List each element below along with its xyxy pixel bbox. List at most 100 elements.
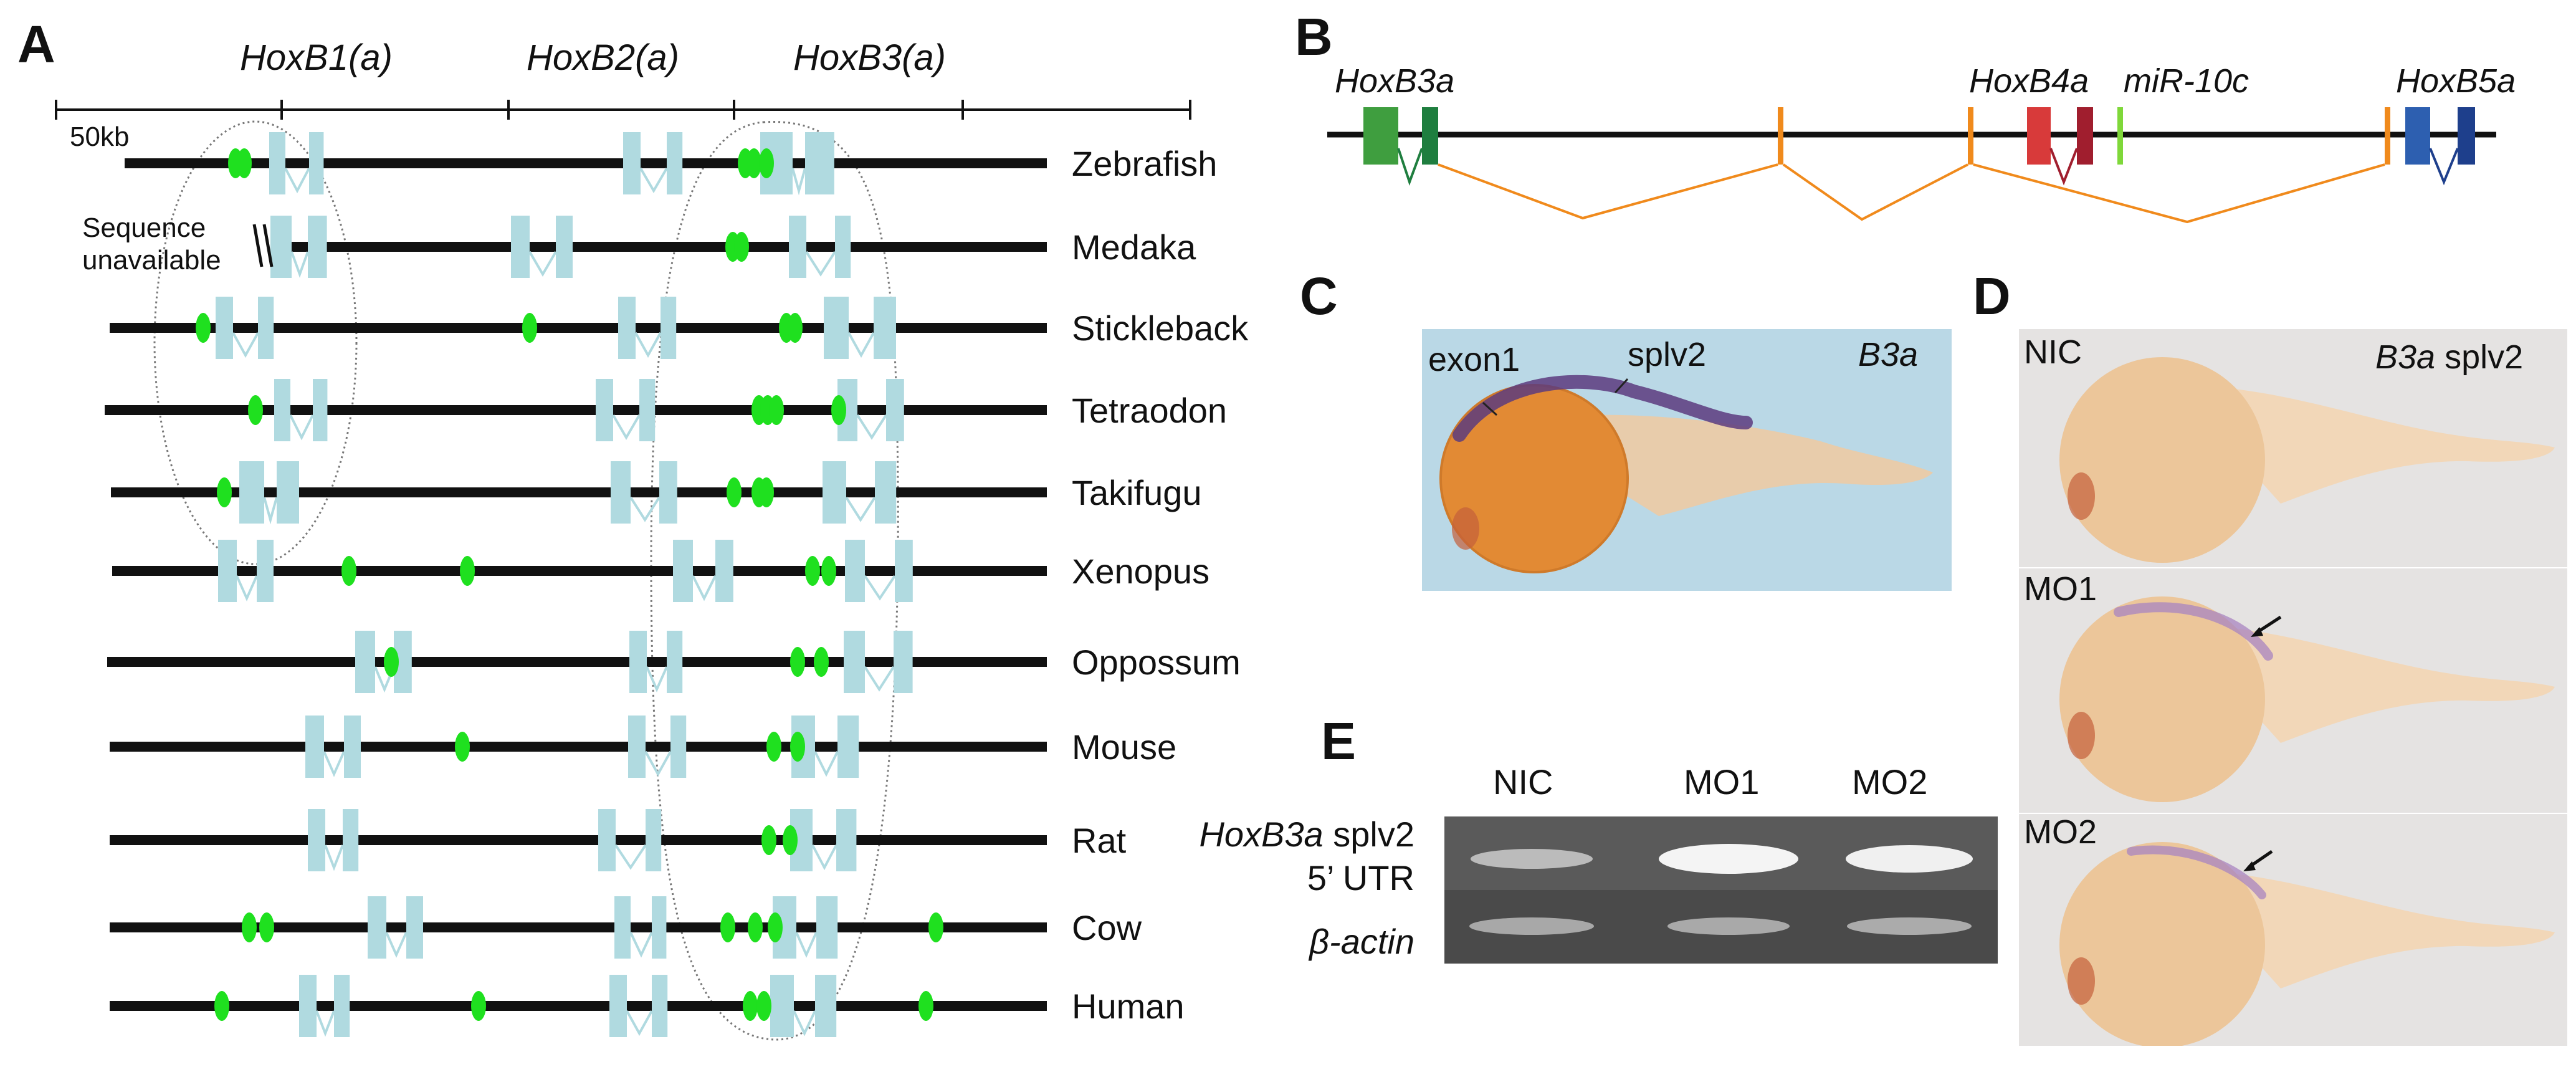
gene-exon-box <box>368 896 386 959</box>
gene-exon-box <box>614 896 631 959</box>
species-label: Medaka <box>1072 227 1196 267</box>
species-label: Oppossum <box>1072 643 1241 682</box>
conserved-element <box>217 477 232 507</box>
gene-intron-link <box>614 844 647 870</box>
conserved-element <box>783 825 798 855</box>
sequence-note-line2: unavailable <box>82 245 221 275</box>
hoxb4a-exon2 <box>2077 107 2093 165</box>
gene-exon-box <box>805 132 834 194</box>
d-label-nic: NIC <box>2024 333 2082 371</box>
conserved-element <box>471 991 486 1021</box>
gene-exon-box <box>816 896 838 959</box>
hoxb5a-intron <box>2429 148 2459 186</box>
mir10c-mark <box>2117 107 2123 165</box>
gene-exon-box <box>406 896 423 959</box>
gene-exon-box <box>646 809 662 871</box>
splice-path-3 <box>1973 163 2385 224</box>
conserved-element <box>769 395 784 425</box>
conserved-element <box>248 395 263 425</box>
species-label: Human <box>1072 987 1185 1026</box>
panel-a-letter: A <box>17 15 55 74</box>
gene-exon-box <box>618 297 636 359</box>
gene-exon-box <box>299 975 317 1037</box>
conserved-element <box>805 556 820 586</box>
gene-intron-link <box>856 414 887 440</box>
gene-intron-link <box>232 332 259 358</box>
b-label-hoxb4a: HoxB4a <box>1969 62 2089 100</box>
c-label-exon1: exon1 <box>1428 341 1520 378</box>
e-row1-label: HoxB3a splv2 <box>1199 815 1414 854</box>
conserved-element <box>237 148 252 178</box>
gene-intron-link <box>385 932 408 958</box>
hoxb5a-left-mark <box>2385 107 2390 165</box>
panel-d-letter: D <box>1973 267 2011 325</box>
gene-exon-box <box>652 896 667 959</box>
sequence-note-line1: Sequence <box>82 213 206 243</box>
panel-e-gel <box>1444 816 1998 964</box>
gene-exon-box <box>239 461 264 524</box>
e-lane-nic: NIC <box>1493 762 1553 802</box>
species-label: Takifugu <box>1072 473 1202 512</box>
gene-exon-box <box>844 631 865 693</box>
conserved-element <box>788 313 803 343</box>
conserved-element <box>460 556 475 586</box>
gene-exon-box <box>815 975 837 1037</box>
conserved-element <box>831 395 846 425</box>
gene-intron-link <box>629 932 653 958</box>
conserved-element <box>748 912 763 942</box>
gene-intron-link <box>626 1010 653 1036</box>
d-label-mo2: MO2 <box>2024 814 2097 851</box>
gene-exon-box <box>835 216 851 278</box>
gene-exon-box <box>216 297 233 359</box>
conserved-element <box>341 556 356 586</box>
gene-exon-box <box>667 132 683 194</box>
conserved-element <box>759 477 774 507</box>
gene-label-hoxb2: HoxB2(a) <box>527 37 679 78</box>
hoxb3a-intron <box>1397 148 1423 186</box>
gene-exon-box <box>823 461 846 524</box>
hoxb5a-exon1 <box>2405 107 2430 165</box>
e-lane-mo1: MO1 <box>1684 762 1760 802</box>
gene-exon-box <box>837 716 859 778</box>
e-row2-label: β-actin <box>1309 922 1414 961</box>
gene-intron-link <box>634 332 662 358</box>
gene-exon-box <box>355 631 375 693</box>
species-label: Stickleback <box>1072 309 1249 348</box>
hoxb5a-exon2 <box>2458 107 2475 165</box>
break-marker <box>252 224 274 267</box>
species-label: Tetraodon <box>1072 391 1227 430</box>
scale-label: 50kb <box>70 122 129 152</box>
gene-intron-link <box>795 932 818 958</box>
gene-exon-box <box>824 297 849 359</box>
conserved-element <box>761 825 776 855</box>
gene-intron-link <box>324 845 344 871</box>
panel-c-embryo-photo: exon1 splv2 B3a <box>1422 329 1952 591</box>
gene-intron-link <box>323 751 345 777</box>
conserved-element <box>734 232 749 262</box>
gene-intron-link <box>644 751 672 777</box>
gene-exon-box <box>511 216 530 278</box>
gene-exon-box <box>667 631 683 693</box>
e-lane-mo2: MO2 <box>1852 762 1928 802</box>
hoxb4a-exon1 <box>2027 107 2051 165</box>
gene-exon-box <box>875 461 897 524</box>
gene-exon-box <box>639 379 656 441</box>
gene-intron-link <box>793 1010 816 1036</box>
hoxb3-highlight-oval <box>650 121 899 1041</box>
conserved-element <box>790 647 805 677</box>
gene-exon-box <box>628 716 646 778</box>
gene-intron-link <box>284 168 310 194</box>
conserved-element <box>455 732 470 762</box>
gene-intron-link <box>847 332 875 358</box>
gene-intron-link <box>811 845 837 871</box>
species-label: Cow <box>1072 908 1142 947</box>
gene-exon-box <box>270 216 292 278</box>
gene-exon-box <box>334 975 350 1037</box>
gene-exon-box <box>789 216 806 278</box>
gene-intron-link <box>629 496 661 522</box>
gene-label-hoxb1: HoxB1(a) <box>240 37 393 78</box>
species-label: Rat <box>1072 821 1127 860</box>
hoxb1-highlight-oval <box>153 120 358 565</box>
gene-exon-box <box>715 540 733 602</box>
conserved-element <box>768 912 783 942</box>
